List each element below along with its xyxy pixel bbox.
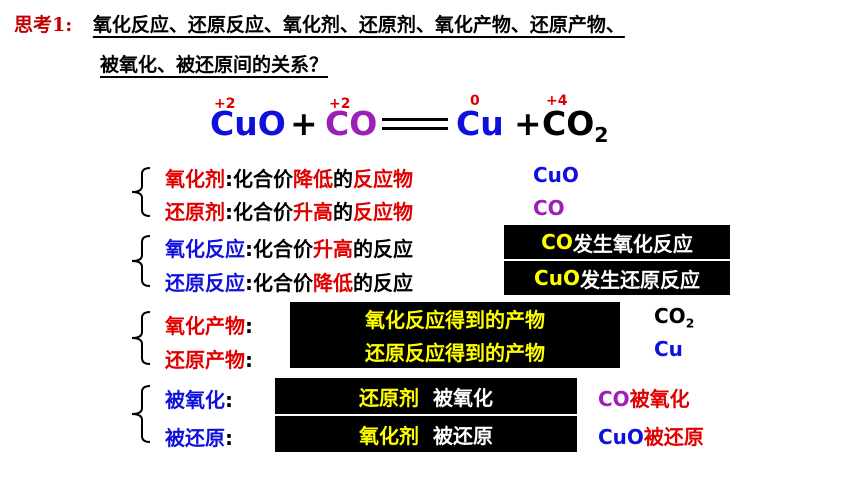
answer-reduction-product: Cu bbox=[654, 337, 683, 361]
definition-reduced: 被还原: bbox=[165, 426, 233, 450]
answer-reducing-agent: CO bbox=[533, 196, 565, 220]
oxidation-state-co: +2 bbox=[329, 96, 351, 112]
reactant-co: CO bbox=[325, 104, 378, 143]
definition-reduction-product: 还原产物: bbox=[165, 348, 253, 372]
term-oxidation-product: 氧化产物 bbox=[165, 314, 245, 338]
term-oxidizing-agent: 氧化剂 bbox=[165, 167, 225, 191]
answer-oxidizing-agent: CuO bbox=[533, 163, 579, 187]
reactant-cuo: CuO bbox=[210, 104, 286, 143]
answer-reduced: CuO被还原 bbox=[598, 425, 704, 449]
question-title: 思考1: 氧化反应、还原反应、氧化剂、还原剂、氧化产物、还原产物、 bbox=[14, 10, 625, 37]
term-reduced: 被还原 bbox=[165, 426, 225, 450]
product-cu: Cu bbox=[456, 104, 504, 143]
oxidation-state-cuo: +2 bbox=[214, 96, 236, 112]
answer-box-reduction-product: 还原反应得到的产物 bbox=[290, 335, 620, 368]
question-line-1: 氧化反应、还原反应、氧化剂、还原剂、氧化产物、还原产物、 bbox=[92, 14, 625, 36]
term-oxidized: 被氧化 bbox=[165, 388, 225, 412]
definition-oxidizing-agent: 氧化剂:化合价降低的反应物 bbox=[165, 167, 413, 191]
question-label: 思考1: bbox=[14, 14, 73, 36]
answer-box-oxidized: 还原剂被氧化 bbox=[275, 378, 577, 414]
brace-group-4 bbox=[131, 385, 151, 443]
definition-reduction-reaction: 还原反应:化合价降低的反应 bbox=[165, 271, 413, 295]
term-reducing-agent: 还原剂 bbox=[165, 200, 225, 224]
product-co2-subscript: 2 bbox=[594, 123, 609, 148]
answer-oxidation-product: CO2 bbox=[654, 304, 695, 331]
brace-group-3 bbox=[131, 311, 151, 365]
plus-sign-1: + bbox=[290, 104, 318, 143]
product-co2: CO2 bbox=[542, 104, 609, 147]
definition-reducing-agent: 还原剂:化合价升高的反应物 bbox=[165, 200, 413, 224]
answer-box-reduced: 氧化剂被还原 bbox=[275, 416, 577, 452]
term-oxidation-reaction: 氧化反应 bbox=[165, 237, 245, 261]
plus-sign-2: + bbox=[514, 104, 542, 143]
product-co2-base: CO bbox=[542, 104, 595, 143]
question-line-2: 被氧化、被还原间的关系？ bbox=[100, 54, 329, 76]
oxidation-state-cu: 0 bbox=[470, 93, 480, 109]
brace-group-2 bbox=[131, 235, 151, 287]
definition-oxidation-product: 氧化产物: bbox=[165, 314, 253, 338]
definition-oxidized: 被氧化: bbox=[165, 388, 233, 412]
equals-sign bbox=[382, 118, 448, 121]
answer-oxidized: CO被氧化 bbox=[598, 387, 690, 411]
answer-box-oxidation-product: 氧化反应得到的产物 bbox=[290, 302, 620, 335]
brace-group-1 bbox=[131, 167, 151, 217]
term-reduction-reaction: 还原反应 bbox=[165, 271, 245, 295]
definition-oxidation-reaction: 氧化反应:化合价升高的反应 bbox=[165, 237, 413, 261]
oxidation-state-co2: +4 bbox=[546, 93, 568, 109]
term-reduction-product: 还原产物 bbox=[165, 348, 245, 372]
equals-sign-lower bbox=[382, 127, 448, 130]
